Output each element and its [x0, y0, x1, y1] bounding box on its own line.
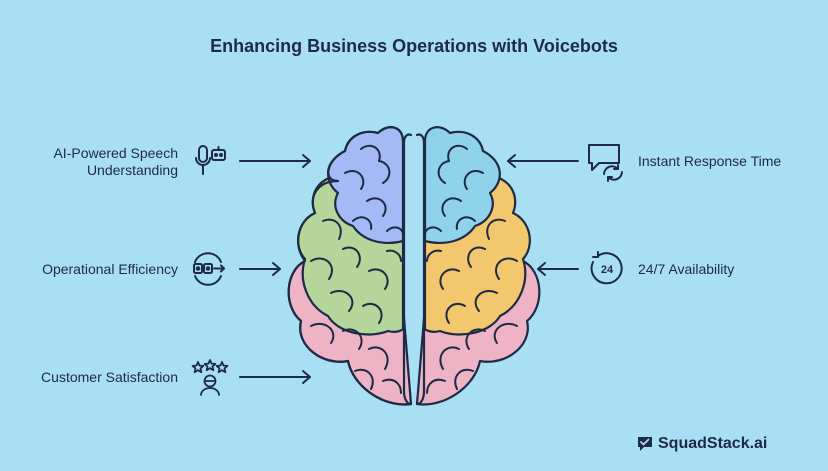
brand-name: SquadStack.ai [658, 435, 768, 452]
arrow-availability [537, 262, 579, 276]
customer-stars-icon [191, 359, 229, 396]
arrow-customer-satisfaction [239, 370, 311, 384]
brain-illustration [287, 126, 541, 406]
availability-24-icon: 24 [590, 251, 623, 285]
microphone-bot-icon [195, 145, 226, 175]
label-ai-speech: AI-Powered Speech Understanding [20, 145, 178, 179]
page-title: Enhancing Business Operations with Voice… [210, 36, 618, 56]
arrow-operational-efficiency [239, 262, 281, 276]
label-operational-efficiency: Operational Efficiency [42, 261, 178, 277]
chat-refresh-icon [588, 144, 623, 182]
availability-24-text: 24 [601, 264, 614, 276]
efficiency-cycle-icon [193, 252, 225, 286]
label-ai-speech-line1: AI-Powered Speech [53, 145, 178, 161]
label-ai-speech-line2: Understanding [86, 162, 178, 178]
arrow-ai-speech [239, 154, 311, 168]
arrow-instant-response [507, 154, 579, 168]
label-instant-response: Instant Response Time [638, 153, 782, 169]
label-availability: 24/7 Availability [638, 261, 735, 277]
brand-logo: SquadStack.ai [636, 434, 767, 454]
brand-chat-icon [638, 437, 652, 451]
label-customer-satisfaction: Customer Satisfaction [41, 369, 178, 385]
